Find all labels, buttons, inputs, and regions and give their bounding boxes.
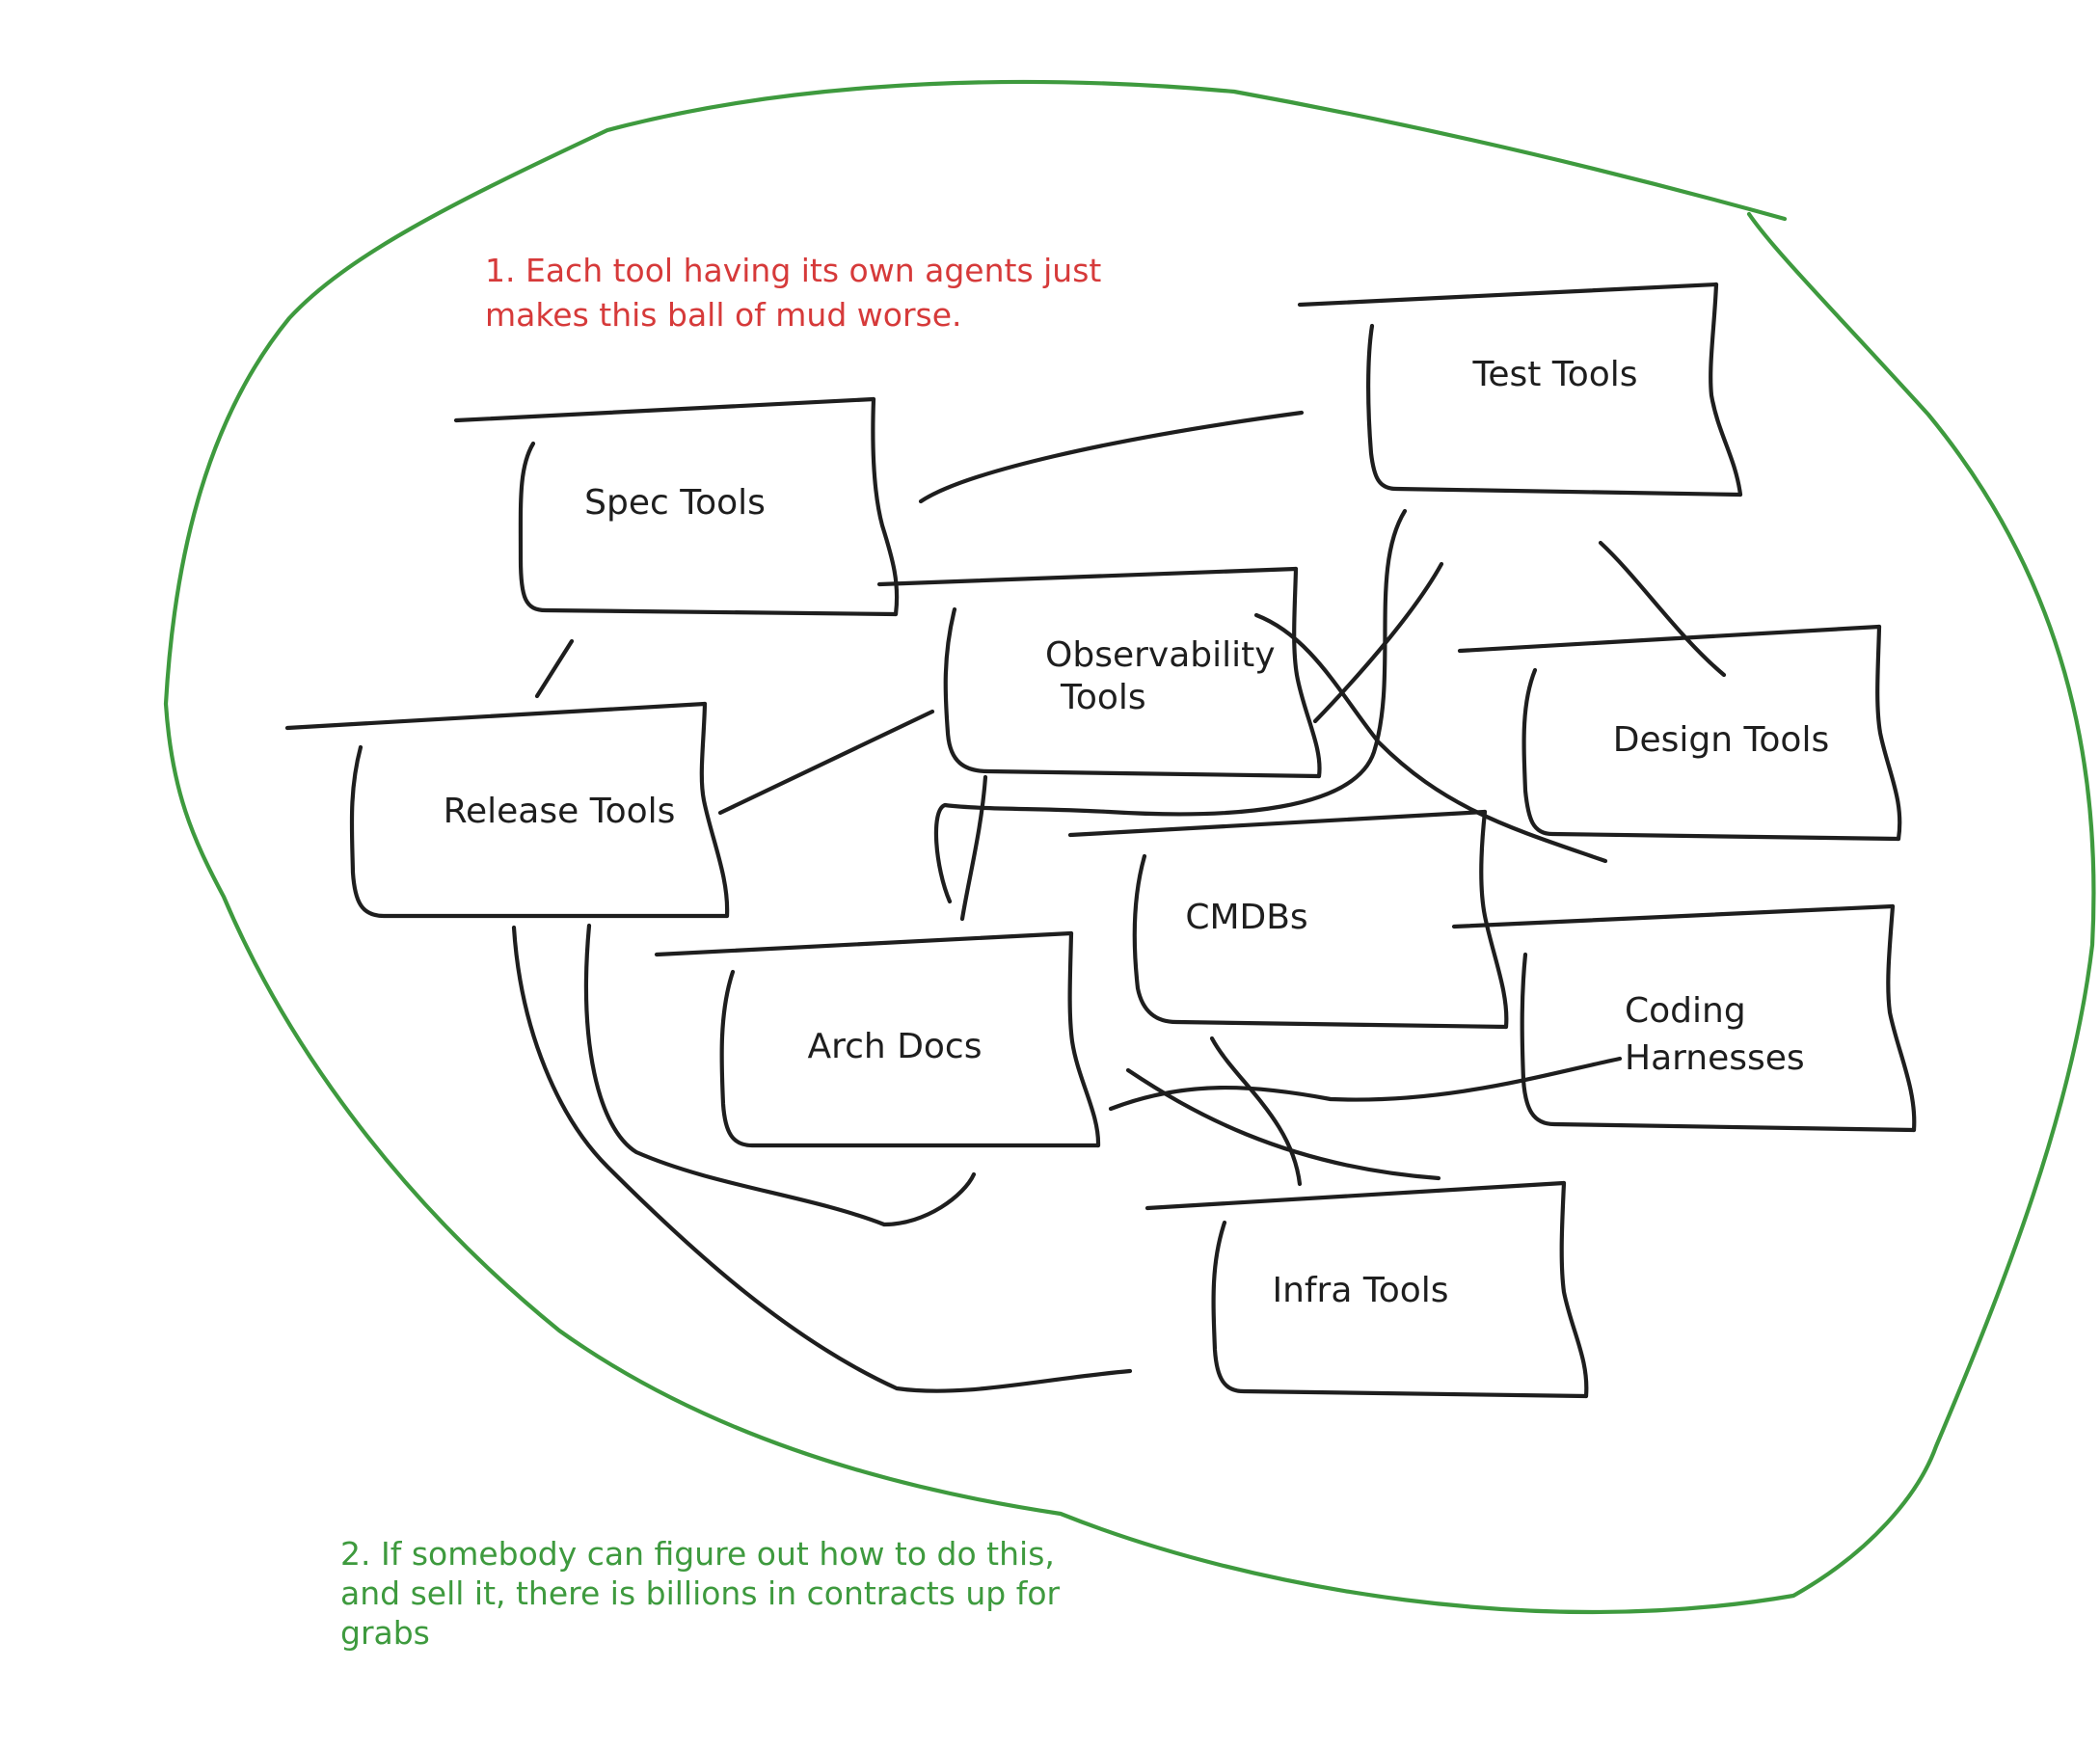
note-2-line-2: and sell it, there is billions in contra… bbox=[340, 1574, 1061, 1612]
observability-tools-label-line-1: Observability bbox=[1045, 635, 1276, 675]
arch-docs-box: Arch Docs bbox=[654, 930, 1101, 1148]
connector-release-to-infra bbox=[511, 925, 1133, 1393]
connector-release-to-observability bbox=[717, 709, 935, 816]
connector-cmdbs-to-infra bbox=[1209, 1036, 1303, 1187]
cmdbs-label: CMDBs bbox=[1185, 898, 1307, 937]
infra-tools-label: Infra Tools bbox=[1272, 1271, 1448, 1310]
note-2: 2. If somebody can figure out how to do … bbox=[340, 1535, 1061, 1652]
design-tools-box: Design Tools bbox=[1457, 624, 1902, 842]
note-1-line-2: makes this ball of mud worse. bbox=[485, 296, 962, 334]
release-tools-box: Release Tools bbox=[284, 701, 730, 919]
connector-test-to-arch-docs bbox=[933, 508, 1408, 904]
arch-docs-label: Arch Docs bbox=[808, 1027, 983, 1066]
observability-tools-label-line-2: Tools bbox=[1060, 678, 1146, 717]
connector-arch-to-infra bbox=[1125, 1067, 1441, 1181]
test-tools-box: Test Tools bbox=[1297, 282, 1743, 498]
connector-observability-to-design bbox=[1253, 612, 1608, 864]
spec-tools-label: Spec Tools bbox=[584, 483, 766, 523]
connector-release-to-arch-docs bbox=[583, 923, 977, 1227]
note-2-line-1: 2. If somebody can figure out how to do … bbox=[340, 1535, 1055, 1573]
connector-test-to-design bbox=[1598, 540, 1727, 678]
test-tools-label: Test Tools bbox=[1471, 355, 1637, 394]
note-2-line-3: grabs bbox=[340, 1614, 430, 1652]
connector-observability-to-test bbox=[1312, 561, 1444, 724]
connector-spec-to-test bbox=[918, 410, 1305, 504]
coding-harnesses-label-line-2: Harnesses bbox=[1625, 1038, 1805, 1078]
connector-lines bbox=[511, 410, 1727, 1393]
spec-tools-box: Spec Tools bbox=[453, 396, 900, 617]
enclosing-loop bbox=[163, 79, 2096, 1615]
connector-arch-docs-to-coding-harnesses bbox=[1108, 1056, 1623, 1112]
release-tools-label: Release Tools bbox=[444, 792, 676, 831]
design-tools-label: Design Tools bbox=[1613, 720, 1829, 760]
note-1-line-1: 1. Each tool having its own agents just bbox=[485, 252, 1101, 289]
note-1: 1. Each tool having its own agents just … bbox=[485, 252, 1101, 334]
connector-observability-to-arch-docs bbox=[959, 774, 988, 922]
infra-tools-box: Infra Tools bbox=[1144, 1180, 1589, 1399]
observability-tools-box: Observability Tools bbox=[876, 566, 1322, 779]
coding-harnesses-label-line-1: Coding bbox=[1625, 991, 1746, 1031]
cmdbs-box: CMDBs bbox=[1067, 809, 1509, 1030]
coding-harnesses-box: Coding Harnesses bbox=[1451, 903, 1917, 1133]
connector-spec-to-release bbox=[534, 638, 575, 699]
